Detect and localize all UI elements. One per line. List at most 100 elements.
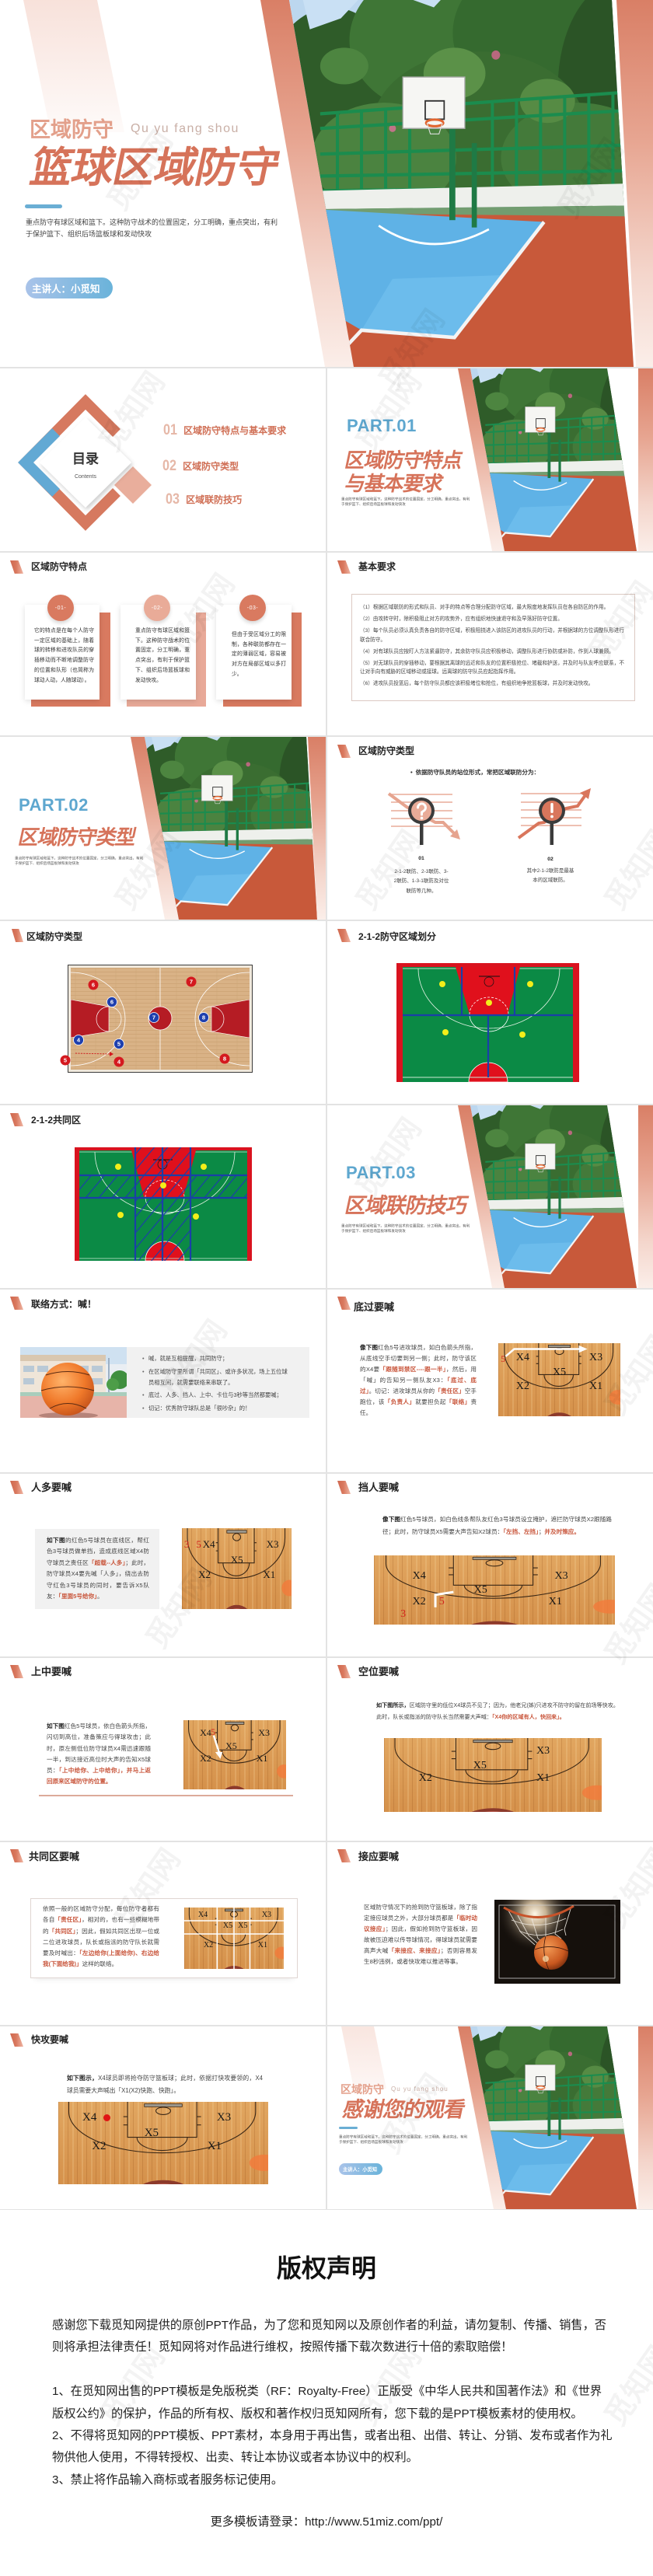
subtitle-chinese: 区域防守 [340, 2083, 384, 2096]
player-label: X3 [554, 1570, 568, 1583]
half-court-diagram: 5 X4 X3 X5 X2 X1 [498, 1343, 620, 1416]
player-label: X5 [222, 1921, 233, 1930]
text-lead: 像下图 [382, 1516, 401, 1523]
title-bar-icon [10, 1481, 23, 1494]
toc-item-2: 02 区域防守类型 [162, 458, 239, 474]
defender-dots [439, 981, 533, 1038]
text-segment: 红色5号球员，如白色线条帮队友红色3号球员设立掩护，遮拦防守球员X2跟随路径；此… [382, 1516, 613, 1535]
slide-overload-call: 人多要喊 如下图的红色5号球员在底线区，帮红色3号球员做单挡，造成底线区域X4防… [0, 1474, 326, 1656]
player-label: X2 [92, 2139, 107, 2152]
decorative-strip-right [638, 2026, 653, 2209]
text-segment: 。 [96, 1593, 103, 1600]
player-label: X3 [261, 1910, 272, 1919]
text-segment: ；否则容易发生8秒违例，或者快攻难以推进等事。 [364, 1947, 478, 1965]
player-label: X2 [412, 1596, 426, 1608]
full-court-diagram: 6 7 5 4 8 6 7 8 4 5 [60, 965, 253, 1073]
player-label: X2 [515, 1380, 530, 1392]
defense-players-blue: 6 7 8 4 5 [73, 997, 209, 1049]
copyright-intro: 感谢您下载觅知网提供的原创PPT作品，为了您和觅知网以及原创作者的利益，请勿复制… [52, 2319, 606, 2354]
part-title-line-2: 与基本要求 [343, 472, 445, 495]
player-label: X5 [144, 2126, 159, 2139]
player-label: X1 [207, 2139, 222, 2152]
player-label: X1 [257, 1941, 267, 1950]
screen-marker [374, 1555, 615, 1625]
common-zone-diagram [75, 1147, 252, 1261]
player-label: X5 [230, 1554, 243, 1566]
contact-bullets: 喊，就是互相提醒，共同防守； 在区域防守里所谓「共同区」、或许多状况，场上五位球… [142, 1353, 290, 1415]
text-segment: 这样的联络。 [82, 1960, 118, 1968]
player-label: X5 [225, 1740, 237, 1751]
slide-zone-defense-types: 区域防守类型 依据防守队员的站位形式，常把区域联防分为： 01 2-1-2联防、… [327, 737, 653, 920]
highlight-text: 「来接应、来接应」 [388, 1947, 441, 1954]
highlight-text: 「左挡、左挡」 [503, 1528, 539, 1535]
text-segment: ；因此，假如共同区出现一位或二位进攻球员，队长或指派的防守队长就需要及时喊出： [43, 1927, 160, 1957]
slide-high-post-call: 上中要喊 如下图红色5号球员，依白色箭头所指，闪切到高位，准备策应与得球攻击；此… [0, 1658, 326, 1841]
slide-title: 底过要喊 [354, 1301, 395, 1313]
title-bar-icon [337, 560, 351, 574]
player-label: X1 [263, 1569, 276, 1581]
text-segment: 区域防守里的低位X4球员不见了；因为，他老兄(姊)只进攻不防守的留在前场等快攻。… [376, 1702, 619, 1720]
player-label: X3 [216, 2111, 232, 2124]
text-segment: ；此时，防守球员X4要先喊「人多」，绕出去防守红色3号球员的同时，要告诉X5队友… [47, 1559, 150, 1600]
text-segment: X4球员即将抢夺防守篮板球；此时，依据打快攻要领的，X4球员需要大声喊出「X1(… [67, 2075, 263, 2094]
player-label: X4 [202, 1538, 215, 1550]
slide-contact-method: 联络方式：喊！ 喊，就是互相提醒，共同防守； 在区域防守里所谓「共同区」、或许多… [0, 1290, 326, 1472]
text-lead: 如下图示， [67, 2075, 99, 2082]
text-segment: ；因此，假如抢到防守篮板球，因故被压迫难以传导球情况，得球球员就需要高声大喊 [364, 1925, 478, 1954]
requirement-item: （4）对有球队员应按盯人方法紧逼防守，其余防守队员应积极移动，调整队形进行协防或… [360, 648, 614, 654]
toc-label: 区域防守特点与基本要求 [183, 425, 287, 436]
toc-label: 区域联防技巧 [186, 494, 243, 505]
player-number: 7 [152, 1014, 155, 1021]
bullet-item: 在区域防守里所谓「共同区」、或许多状况，场上五位球员相互间，就需要联络来串联了。 [142, 1367, 290, 1388]
half-court-diagram: X4 X3 X5 X2 X1 [58, 2102, 268, 2184]
player-label: 5 [196, 1538, 201, 1550]
subtitle-pinyin: Qu yu fang shou [391, 2086, 449, 2093]
player-label: X1 [548, 1596, 562, 1608]
contents-subtitle: Contents [74, 474, 97, 480]
bullet-item: 喊，就是互相提醒，共同防守； [142, 1353, 290, 1364]
player-number: 6 [110, 999, 113, 1006]
slide-basic-requirements: 基本要求 （1）根据区域联防的形式和队员、对手的特点等合理分配防守区域，最大限度… [327, 553, 653, 735]
player-number: 8 [202, 1014, 205, 1021]
title-bar-icon [337, 1297, 351, 1310]
player-label: X4 [82, 2111, 97, 2124]
part-description: 重点防守有球区域和篮下。这种防守战术的位置固定，分工明确，重点突出，有利于保护篮… [341, 1223, 470, 1233]
presenter-badge: 主讲人：小觅知 [339, 2163, 382, 2175]
slide-title: 2-1-2防守区域划分 [358, 931, 437, 942]
accent-bar [25, 204, 62, 208]
slide-zone-defense-features: 区域防守特点 -01- 它的特点是在每个人防守一定区域的基础上，随着球的转移和进… [0, 553, 326, 735]
zone-boundary-lines [403, 967, 573, 1077]
text-segment: 就要担负起 [415, 1398, 446, 1405]
title-bar-icon [10, 1665, 23, 1678]
slide-thanks: 区域防守 Qu yu fang shou 感谢您的观看 重点防守有球区域和篮下。… [327, 2026, 653, 2209]
divider-line [39, 1795, 293, 1796]
decorative-strip-right [638, 1105, 653, 1288]
contents-diamond-graphic [18, 394, 152, 531]
copyright-item: 2、不得将觅知网的PPT模板、PPT素材，本身用于再出售，或者出租、出借、转让、… [52, 2429, 613, 2465]
part-title: 区域防守类型 [16, 826, 138, 849]
subtitle-chinese: 区域防守 [30, 118, 113, 141]
rebound-hoop-photo [494, 1900, 620, 1984]
text-segment: ； [538, 1528, 545, 1535]
slide-part-02: PART.02 区域防守类型 重点防守有球区域和篮下。这种防守战术的位置固定，分… [0, 737, 326, 920]
player-label: 5 [210, 1726, 215, 1737]
explanation-text: 像下图红色5号球员，如白色线条帮队友红色3号球员设立掩护，遮拦防守球员X2跟随路… [382, 1513, 612, 1538]
bullet-item: 切记：优秀防守球队总是「很吵杂」的！ [142, 1403, 290, 1414]
accent-bar [339, 2127, 358, 2129]
type-description: 其中2-1-2联防是最基本的区域联防。 [526, 868, 574, 884]
slide-2-1-2-zone-split: 2-1-2防守区域划分 [327, 921, 653, 1104]
half-court-diagram: X4 5 X3 X5 X2 X1 [183, 1720, 286, 1789]
text-segment: 责任。 [360, 1398, 477, 1416]
player-label: X5 [473, 1584, 487, 1597]
player-label: X2 [203, 1941, 214, 1950]
slide-zone-defense-court: 区域防守类型 6 7 5 4 8 6 7 [0, 921, 326, 1104]
player-label: X5 [238, 1921, 248, 1930]
types-lead-text: 依据防守队员的站位形式，常把区域联防分为： [410, 768, 540, 777]
decorative-strip-right [638, 368, 653, 551]
highlight-text: 「责任区」 [54, 1916, 82, 1924]
card-text: 重点防守有球区域和篮下。这种防守战术的位置固定，分工明确，重点突出，有利于保护篮… [135, 628, 190, 683]
player-number: 5 [117, 1041, 120, 1048]
player-label: X3 [536, 1745, 550, 1757]
title-bar-icon [10, 1297, 23, 1310]
player-number: 6 [92, 982, 95, 989]
